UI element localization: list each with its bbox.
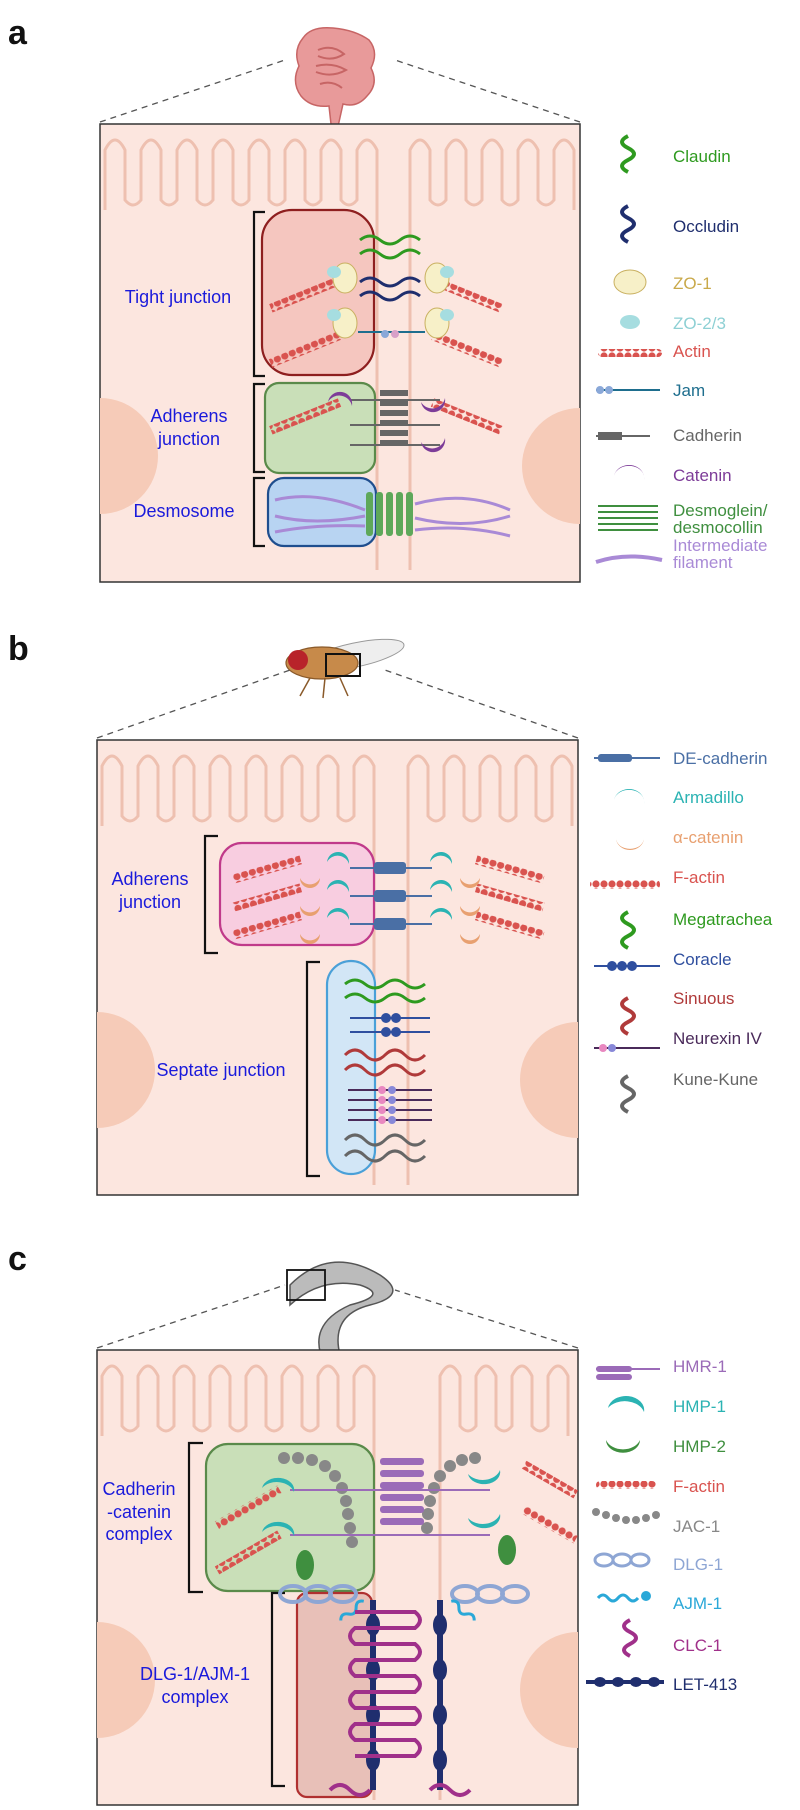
nucleus-left	[100, 398, 158, 514]
actin-filaments-b	[232, 855, 545, 940]
nucleus-right	[522, 408, 580, 524]
cadherins-a	[380, 390, 408, 446]
legend-label-f-actin: F-actin	[673, 1477, 725, 1496]
jac-1-beads	[278, 1452, 481, 1548]
panel-letter-c: c	[8, 1240, 27, 1278]
intermediate-filaments-a	[274, 495, 511, 538]
dlg-ajm-box	[295, 1591, 374, 1799]
legend-label-desmoglein: Desmoglein/ desmocollin	[673, 501, 768, 537]
legend-label-claudin: Claudin	[673, 147, 731, 166]
label-dlg-ajm: DLG-1/AJM-1 complex	[139, 1664, 251, 1707]
legend-label-zo-2-3: ZO-2/3	[673, 314, 726, 333]
panel-letter-a: a	[8, 14, 27, 52]
legend-label-hmp-1: HMP-1	[673, 1397, 726, 1416]
catenins-a	[328, 391, 446, 453]
armadillo-b	[327, 851, 453, 920]
microvilli-c	[100, 1364, 570, 1800]
legend-label-dlg-1: DLG-1	[673, 1555, 724, 1574]
legend-label-f-actin: F-actin	[673, 868, 725, 887]
label-adherens-junction-a: Adherens junction	[150, 406, 228, 449]
legend-label-neurexin-iv: Neurexin IV	[673, 1029, 762, 1048]
legend-label-hmp-2: HMP-2	[673, 1437, 726, 1456]
panel-letter-b: b	[8, 630, 29, 668]
label-desmosome: Desmosome	[133, 501, 235, 521]
legend-label-zo-1: ZO-1	[673, 274, 712, 293]
legend-label-occludin: Occludin	[673, 217, 740, 236]
legend-label-hmr-1: HMR-1	[673, 1357, 727, 1376]
zo-proteins-a	[327, 262, 454, 339]
adherens-junction-box	[263, 381, 377, 475]
legend-label-coracle: Coracle	[673, 950, 732, 969]
microvilli-b	[100, 754, 574, 1185]
hmp-2-c	[296, 1535, 516, 1580]
legend-icons	[586, 134, 664, 1687]
legend-label-armadillo: Armadillo	[673, 788, 744, 807]
label-cadherin-catenin: Cadherin -catenin complex	[102, 1479, 176, 1544]
legend-label-jac-1: JAC-1	[673, 1517, 721, 1536]
legend-label-jam: Jam	[673, 381, 706, 400]
label-adherens-junction-b: Adherens junction	[111, 869, 189, 912]
hmp-1-c	[262, 1470, 501, 1536]
legend-label-ajm-1: AJM-1	[673, 1594, 723, 1613]
clc-1-c	[328, 1610, 472, 1797]
legend-label-intermediate-filament: Intermediate filament	[673, 536, 768, 572]
legend-label-clc-1: CLC-1	[673, 1636, 723, 1655]
label-tight-junction: Tight junction	[124, 287, 232, 307]
dlg-1-c	[278, 1584, 530, 1604]
actin-filaments-c	[214, 1460, 578, 1575]
hmr-1-stack	[380, 1458, 424, 1525]
actin-filaments-a	[268, 276, 504, 435]
intestine-icon	[294, 26, 376, 129]
alpha-catenin-b	[300, 878, 480, 944]
desmosome-plaques	[366, 492, 413, 536]
legend-label-actin: Actin	[673, 342, 711, 361]
legend-label-cadherin: Cadherin	[673, 426, 742, 445]
microvilli	[103, 138, 576, 570]
panel-a	[99, 26, 581, 583]
legend-label-de-cadherin: DE-cadherin	[673, 749, 768, 768]
label-septate-junction: Septate junction	[156, 1060, 286, 1080]
fly-icon	[285, 638, 405, 699]
legend-label-catenin: Catenin	[673, 466, 732, 485]
legend-label-kune-kune: Kune-Kune	[673, 1070, 759, 1089]
desmosome-box	[266, 476, 378, 548]
legend-label-sinuous: Sinuous	[673, 989, 735, 1008]
legend-label-alpha-catenin: α-catenin	[673, 828, 744, 847]
legend-label-let-413: LET-413	[673, 1675, 738, 1694]
legend-label-megatrachea: Megatrachea	[673, 910, 773, 929]
panel-b	[96, 638, 579, 1196]
panel-c	[96, 1261, 579, 1806]
